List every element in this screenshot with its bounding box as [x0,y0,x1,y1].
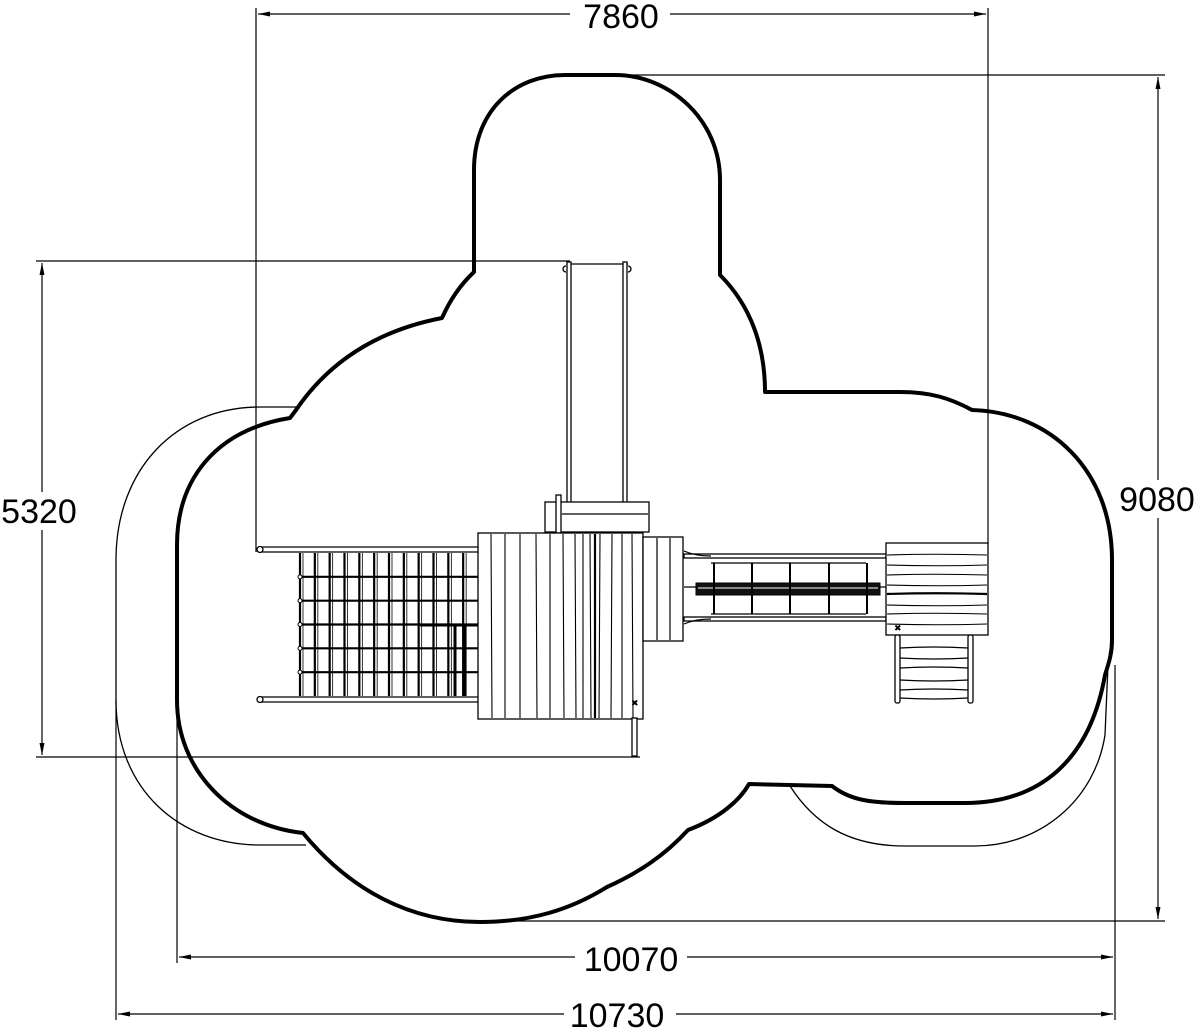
platform-plank [886,612,988,615]
arrowhead-left [258,11,270,17]
platform-plank [886,564,988,567]
deck-platform [477,532,644,720]
dimension-label-bottom-outer: 10730 [570,997,665,1029]
frame-left-post [566,261,572,505]
platform-plank [886,592,988,596]
frame-right-post [622,261,628,505]
arrowhead-left [118,1011,130,1017]
net-knot [297,669,303,675]
bridge-walkway [695,582,881,596]
arrowhead-bottom [1155,907,1161,919]
deck-plank [490,533,493,719]
dimension-label-left: 5320 [1,493,77,531]
main-tower-deck: ✖ [477,532,684,757]
frame-left-clip [562,265,567,273]
platform-plank [886,623,988,626]
outer-free-space-zone [115,406,1109,847]
outer-zone-bottom-right [789,664,1109,847]
platform-plank [886,604,988,607]
frame-base [544,501,650,533]
ladder-rung [899,697,969,700]
dimension-bottom-inner-width: 10070 [176,665,1116,1020]
ladder-rung [899,657,969,660]
deck-plank [535,533,538,719]
deck-bolt-icon: ✖ [631,698,639,708]
deck-side-step [642,536,684,642]
bridge-flare [683,550,712,557]
ladder-rung [899,666,969,669]
net-bottom-rail [259,696,481,703]
net-knot [297,598,303,604]
bridge-bottom-rail [683,616,887,622]
arrowhead-right [1101,1011,1113,1017]
platform-plank [886,553,988,556]
dimension-left-height: 5320 [0,260,640,758]
arrowhead-right [1101,954,1113,960]
deck-plank [574,533,577,719]
deck-plank [631,533,634,719]
net-top-rail [259,546,481,553]
net-knot [297,645,303,651]
side-platform: ✖ [885,542,989,636]
platform-plank [886,573,988,576]
net-knot [297,622,303,627]
ladder-rung [899,646,969,649]
deck-plank [598,533,601,719]
arrowhead-top [1155,77,1161,89]
rope-bridge [683,550,887,625]
ladder-right-rail [967,634,974,704]
dimension-top-width: 7860 [255,0,989,552]
deck-corner-post [631,717,638,757]
arrowhead-bottom [39,743,45,755]
bridge-top-rail [683,553,887,559]
side-platform-deck [885,542,989,636]
dimension-bottom-outer-width: 10730 [115,700,1113,1029]
arrowhead-top [39,263,45,275]
dimension-right-height: 9080 [480,74,1200,922]
climbing-net [256,545,481,704]
dimension-label-right: 9080 [1119,481,1195,519]
net-knot [297,574,303,580]
deck-plank [589,533,592,719]
deck-plank [562,533,565,719]
frame-base-post [555,494,562,534]
platform-bolt-icon: ✖ [894,623,902,633]
safety-zone-outline [175,73,1114,924]
deck-plank [610,533,613,719]
bridge-flare [683,618,712,625]
swing-beam [544,261,650,534]
outer-zone-left-lobe [115,406,306,846]
platform-plank [886,584,988,587]
ladder-left-rail [894,634,901,704]
ladder [894,634,974,704]
dimension-label-bottom-inner: 10070 [584,941,679,979]
arrowhead-left [179,954,191,960]
arrowhead-right [974,11,986,17]
frame-right-clip [627,265,632,273]
ladder-rung [899,679,969,682]
dimension-label-top: 7860 [583,0,659,36]
ladder-rung [899,688,969,691]
